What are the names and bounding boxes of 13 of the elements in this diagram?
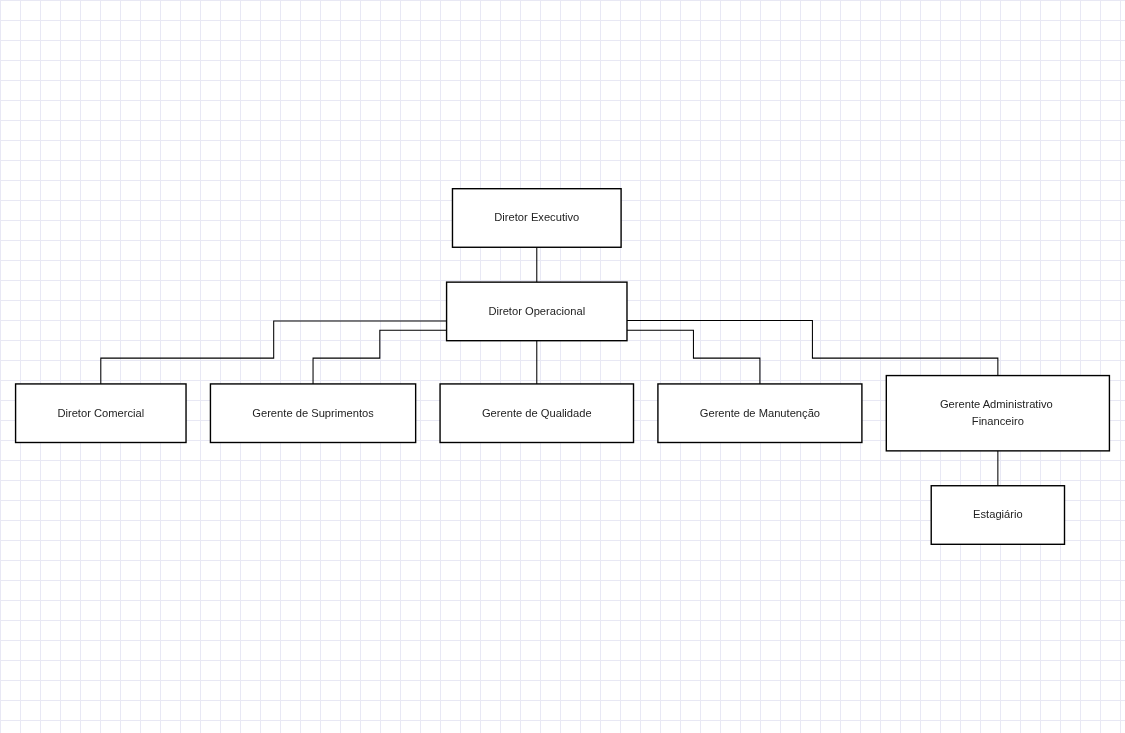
- node-box: Gerente de Suprimentos: [209, 383, 417, 444]
- node-box: Diretor Comercial: [14, 383, 187, 444]
- connector: [536, 246, 538, 283]
- connector: [536, 340, 538, 385]
- node-box: Diretor Operacional: [445, 281, 628, 342]
- connector: [626, 329, 761, 385]
- node-box: Estagiário: [930, 485, 1066, 545]
- node-box: Gerente Administrativo Financeiro: [885, 374, 1111, 452]
- node-box: Gerente de Manutenção: [657, 383, 863, 444]
- node-box: Diretor Executivo: [451, 188, 622, 248]
- connector: [626, 320, 999, 377]
- connector: [997, 450, 999, 487]
- node-box: Gerente de Qualidade: [439, 383, 635, 444]
